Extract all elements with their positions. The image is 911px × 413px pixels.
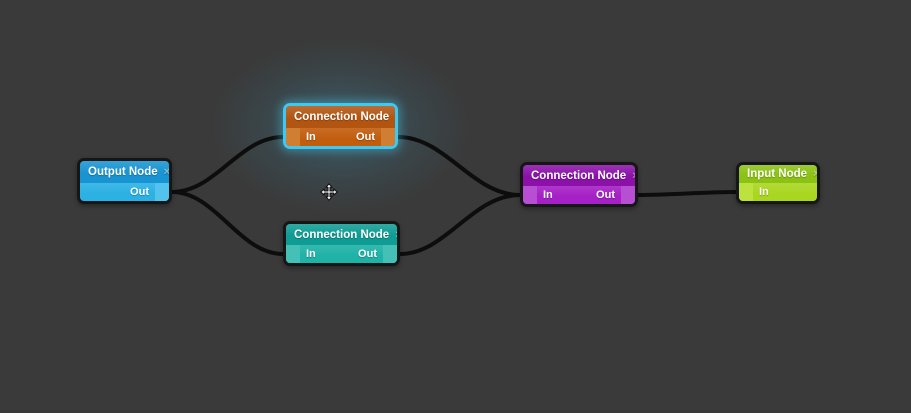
port-in-label: In: [759, 186, 769, 198]
port-in-label: In: [306, 248, 316, 260]
close-icon[interactable]: ×: [395, 229, 397, 241]
port-out[interactable]: [381, 128, 395, 146]
close-icon[interactable]: ×: [163, 166, 171, 178]
port-out-label: Out: [596, 189, 615, 201]
node-title-bar[interactable]: Connection Node ×: [286, 106, 395, 128]
connection output-node:Out -> connection-node-top:In[interactable]: [170, 135, 285, 194]
port-in[interactable]: [739, 183, 753, 201]
port-out-label: Out: [130, 186, 149, 198]
node-title: Connection Node: [531, 169, 627, 182]
connection connection-node-right:Out -> input-node:In[interactable]: [636, 190, 738, 197]
node-port-bar: In: [739, 183, 817, 201]
port-in-label: In: [306, 131, 316, 143]
node-title: Connection Node: [294, 111, 390, 123]
connection connection-node-top:Out -> connection-node-right:In[interactable]: [396, 135, 522, 197]
node-port-bar: In Out: [286, 245, 397, 263]
node-title-bar[interactable]: Connection Node ×: [286, 224, 397, 245]
port-in[interactable]: [286, 245, 300, 263]
close-icon[interactable]: ×: [813, 168, 820, 180]
close-icon[interactable]: ×: [395, 111, 398, 123]
port-out-label: Out: [358, 248, 377, 260]
port-out[interactable]: [383, 245, 397, 263]
node-title-bar[interactable]: Output Node ×: [80, 161, 169, 183]
connection output-node:Out -> connection-node-bottom:In[interactable]: [170, 190, 285, 256]
connection-node-bottom[interactable]: Connection Node × In Out: [283, 221, 400, 266]
port-in-label: In: [543, 189, 553, 201]
port-out-label: Out: [356, 131, 375, 143]
output-node[interactable]: Output Node × Out: [77, 158, 172, 204]
port-in[interactable]: [286, 128, 300, 146]
connection-node-right[interactable]: Connection Node × In Out: [520, 162, 638, 207]
node-port-bar: In Out: [523, 186, 635, 204]
node-title-bar[interactable]: Connection Node ×: [523, 165, 635, 186]
node-port-bar: In Out: [286, 128, 395, 146]
close-icon[interactable]: ×: [632, 169, 638, 182]
input-node[interactable]: Input Node × In: [736, 162, 820, 204]
node-title: Connection Node: [294, 228, 390, 241]
connection-node-top[interactable]: Connection Node × In Out: [283, 103, 398, 149]
port-out[interactable]: [621, 186, 635, 204]
port-out[interactable]: [155, 183, 169, 201]
node-port-bar: Out: [80, 183, 169, 201]
node-title-bar[interactable]: Input Node ×: [739, 165, 817, 183]
port-in[interactable]: [523, 186, 537, 204]
node-title: Output Node: [88, 166, 158, 178]
connection connection-node-bottom:Out -> connection-node-right:In[interactable]: [398, 193, 522, 256]
node-title: Input Node: [747, 168, 808, 180]
